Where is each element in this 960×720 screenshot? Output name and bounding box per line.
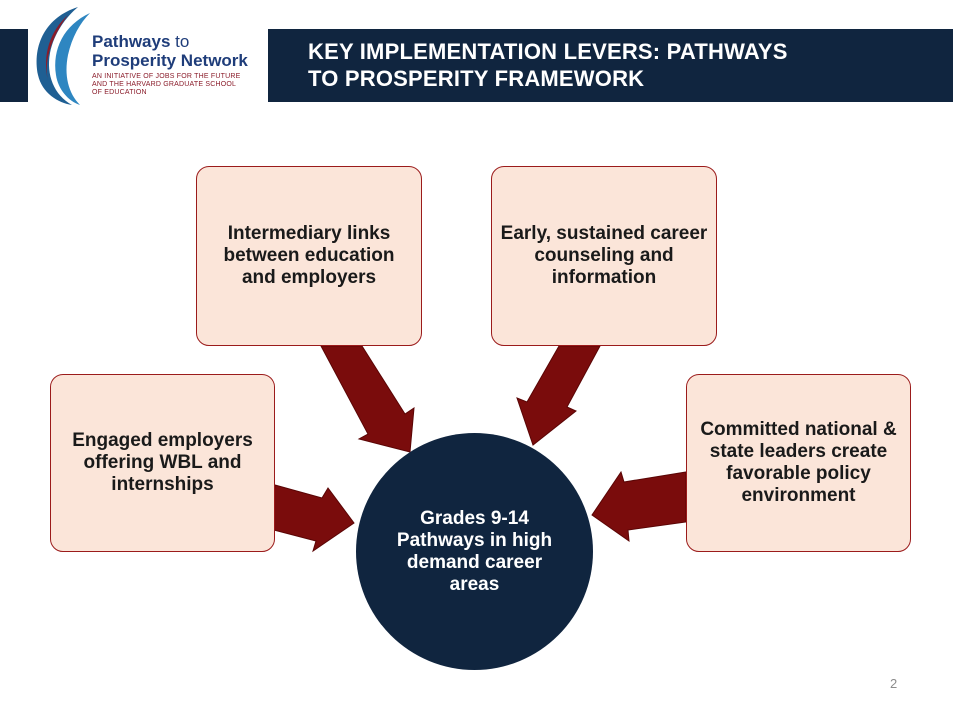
lever-box-leaders: Committed national & state leaders creat…: [686, 374, 911, 552]
center-circle: Grades 9-14 Pathways in high demand care…: [356, 433, 593, 670]
logo-subtitle: AN INITIATIVE OF JOBS FOR THE FUTURE AND…: [92, 73, 241, 96]
logo-text: Pathways to Prosperity Network AN INITIA…: [92, 32, 272, 97]
lever-counseling-text: Early, sustained career counseling and i…: [500, 223, 708, 288]
lever-box-intermediary: Intermediary links between education and…: [196, 166, 422, 346]
lever-box-employers: Engaged employers offering WBL and inter…: [50, 374, 275, 552]
logo: [28, 5, 268, 105]
arrow-left: [269, 484, 355, 553]
lever-employers-text: Engaged employers offering WBL and inter…: [72, 430, 253, 495]
center-circle-text: Grades 9-14 Pathways in high demand care…: [396, 507, 553, 595]
page-title: KEY IMPLEMENTATION LEVERS: PATHWAYS TO P…: [308, 39, 788, 91]
arrow-top-right: [516, 345, 601, 446]
arrow-top-left: [320, 345, 415, 453]
page-number: 2: [890, 676, 898, 691]
lever-leaders-text: Committed national & state leaders creat…: [700, 419, 897, 506]
lever-intermediary-text: Intermediary links between education and…: [223, 223, 395, 288]
logo-swoosh-icon: [36, 7, 90, 105]
arrow-right: [591, 470, 687, 543]
logo-name-line1: Pathways to: [92, 32, 190, 51]
lever-box-counseling: Early, sustained career counseling and i…: [491, 166, 717, 346]
logo-name-line2: Prosperity Network: [92, 51, 248, 70]
